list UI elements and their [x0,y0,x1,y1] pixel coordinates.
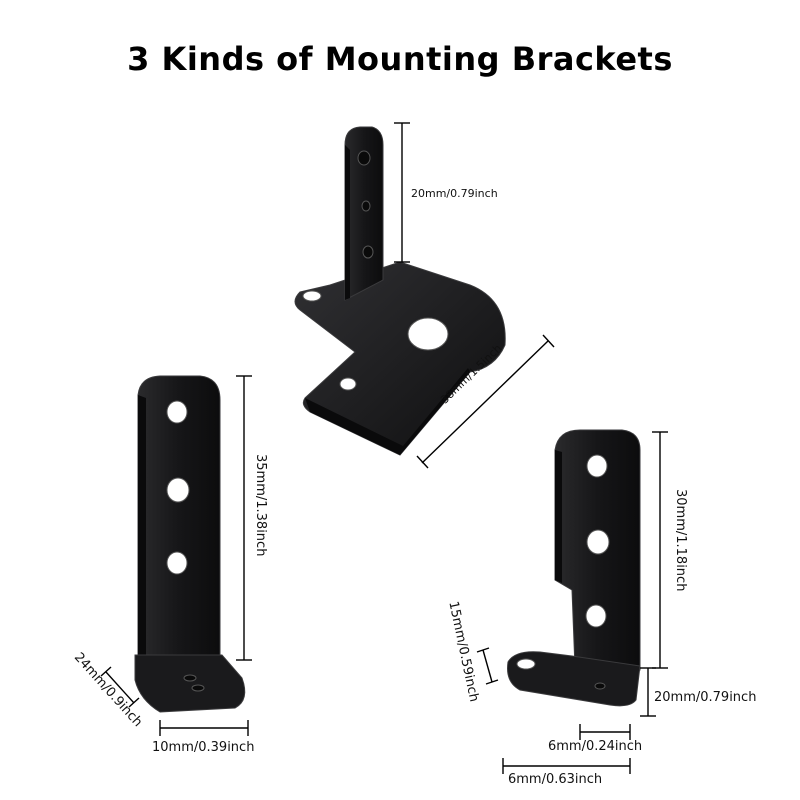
top-height-label: 20mm/0.79inch [411,187,498,200]
top-bracket-tab [344,126,384,301]
left-dimension-lines [100,375,252,736]
top-tab-hole-1 [357,150,371,166]
right-foot-label: 20mm/0.79inch [654,690,757,705]
top-tab-hole-3 [362,245,374,259]
left-bracket-upright [137,375,221,661]
top-bracket [294,126,506,456]
right-width-large-label: 6mm/0.63inch [508,772,603,787]
top-tab-hole-2 [361,200,371,212]
right-width-small-label: 6mm/0.24inch [548,739,643,754]
top-plate-large-hole [407,317,449,351]
left-bracket [134,375,246,713]
left-width-label: 10mm/0.39inch [152,740,255,755]
left-bracket-foot [134,654,246,713]
page-title: 3 Kinds of Mounting Brackets [127,40,673,78]
right-height-label: 30mm/1.18inch [673,489,688,592]
top-plate-small-hole [302,290,322,302]
top-bracket-plate [294,261,506,456]
right-bracket-foot [507,651,641,707]
right-dimension-lines [476,431,668,774]
left-height-label: 35mm/1.38inch [253,454,268,557]
top-plate-corner-hole [339,377,357,391]
top-dimension-lines [394,122,555,469]
right-bracket [507,429,641,707]
